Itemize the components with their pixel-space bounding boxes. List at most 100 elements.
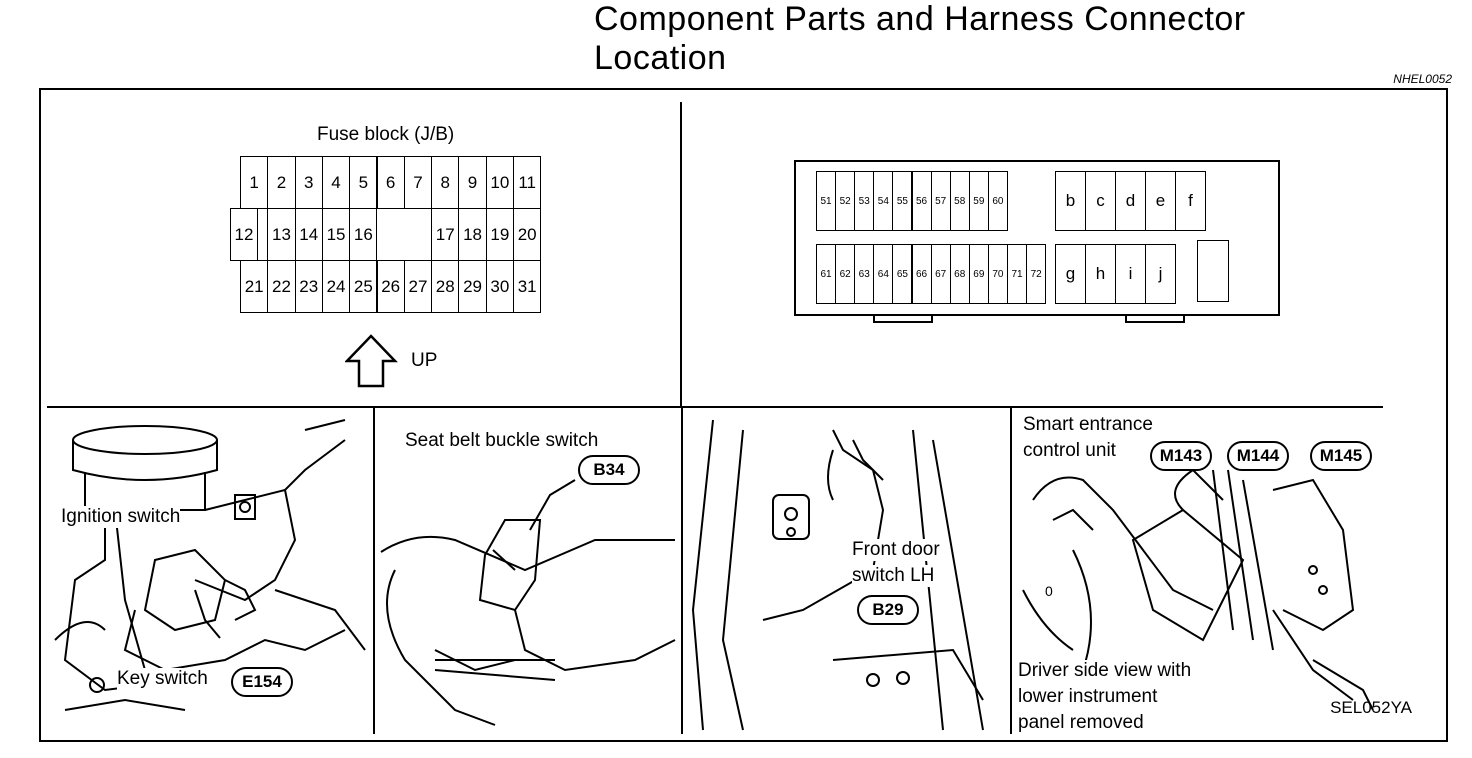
fuse-slot: 9 — [458, 156, 487, 209]
connector-pin: 64 — [873, 244, 894, 304]
seat-belt-label: Seat belt buckle switch — [405, 430, 599, 451]
fuse-slot: 16 — [349, 208, 378, 261]
fuse-slot: 3 — [294, 156, 323, 209]
fuse-slot: 7 — [403, 156, 433, 209]
driver-view-note-line1: Driver side view with — [1018, 660, 1192, 682]
fuse-slot: 15 — [321, 208, 351, 261]
connector-pin: 70 — [987, 244, 1008, 304]
connector-pin-letter: d — [1115, 171, 1146, 231]
fuse-slot: 27 — [403, 260, 433, 313]
fuse-slot: 22 — [267, 260, 296, 313]
seat-belt-buckle-illustration — [380, 479, 676, 726]
door-switch-label-line2: switch LH — [852, 565, 935, 587]
up-arrow-icon — [345, 334, 398, 388]
fuse-slot: 4 — [321, 156, 351, 209]
fuse-slot: 6 — [376, 156, 405, 209]
connector-pin-letter: g — [1055, 244, 1086, 304]
fuse-slot: 29 — [458, 260, 487, 313]
connector-pin-letter: c — [1085, 171, 1116, 231]
connector-pin-letter: j — [1145, 244, 1176, 304]
connector-pin-letter: f — [1175, 171, 1206, 231]
fuse-slot: 31 — [513, 260, 542, 313]
connector-pin: 72 — [1026, 244, 1047, 304]
fuse-slot: 1 — [240, 156, 269, 209]
connector-pin: 54 — [873, 171, 894, 231]
up-label: UP — [411, 350, 438, 371]
fuse-slot: 5 — [349, 156, 378, 209]
connector-badge-m143: M143 — [1150, 441, 1212, 471]
connector-pin: 56 — [911, 171, 932, 231]
fuse-slot: 14 — [294, 208, 323, 261]
fuse-slot: 30 — [485, 260, 514, 313]
fuse-slot: 11 — [513, 156, 542, 209]
divider-bottom-1 — [373, 408, 375, 734]
connector-pin-letter: i — [1115, 244, 1146, 304]
key-switch-label: Key switch — [117, 668, 208, 690]
connector-badge-e154: E154 — [231, 667, 293, 697]
connector-badge-m145: M145 — [1310, 441, 1372, 471]
connector-pin: 51 — [816, 171, 837, 231]
connector-tab-right — [1125, 314, 1185, 323]
connector-pin: 52 — [835, 171, 856, 231]
connector-pin: 71 — [1007, 244, 1028, 304]
divider-bottom-3 — [1010, 408, 1012, 734]
ignition-switch-illustration — [54, 419, 366, 711]
connector-pin-letter: e — [1145, 171, 1176, 231]
connector-pin-letter: b — [1055, 171, 1086, 231]
connector-pin: 59 — [968, 171, 989, 231]
title-line-1: Component Parts and Harness Connector — [594, 0, 1246, 38]
connector-pin: 69 — [968, 244, 989, 304]
connector-blank-slot — [1197, 240, 1229, 302]
fuse-slot: 12 — [230, 208, 258, 261]
fuse-slot: 21 — [240, 260, 269, 313]
fuse-slot: 13 — [267, 208, 296, 261]
divider-horizontal — [47, 406, 1383, 408]
fuse-slot: 2 — [267, 156, 296, 209]
connector-pin: 60 — [987, 171, 1008, 231]
figure-code: SEL052YA — [1330, 698, 1412, 717]
connector-pin: 58 — [949, 171, 970, 231]
door-switch-label-line1: Front door — [852, 539, 940, 561]
connector-pin: 67 — [930, 244, 951, 304]
connector-badge-b34: B34 — [578, 455, 640, 485]
fuse-slot: 18 — [458, 208, 487, 261]
reference-code: NHEL0052 — [1393, 72, 1452, 86]
connector-pin: 57 — [930, 171, 951, 231]
fuse-slot: 26 — [376, 260, 405, 313]
fuse-slot: 17 — [431, 208, 460, 261]
driver-view-note-line2: lower instrument — [1018, 686, 1158, 708]
divider-bottom-2 — [681, 408, 683, 734]
divider-top-vertical — [680, 102, 682, 408]
smart-unit-connector-face — [794, 160, 1280, 316]
connector-pin: 68 — [949, 244, 970, 304]
connector-pin: 62 — [835, 244, 856, 304]
fuse-slot: 23 — [294, 260, 323, 313]
smart-entrance-unit-illustration — [1022, 468, 1374, 711]
fuse-slot: 28 — [431, 260, 460, 313]
connector-pin: 66 — [911, 244, 932, 304]
connector-pin: 65 — [892, 244, 913, 304]
smart-unit-marker: 0 — [1045, 583, 1053, 599]
ignition-switch-label: Ignition switch — [61, 506, 181, 528]
driver-view-note-line3: panel removed — [1018, 712, 1144, 734]
fuse-block-title: Fuse block (J/B) — [317, 124, 455, 145]
fuse-slot: 25 — [349, 260, 378, 313]
title-line-2: Location — [594, 39, 727, 77]
connector-pin-letter: h — [1085, 244, 1116, 304]
connector-pin: 63 — [854, 244, 875, 304]
connector-pin: 61 — [816, 244, 837, 304]
fuse-slot: 19 — [485, 208, 514, 261]
connector-badge-m144: M144 — [1227, 441, 1289, 471]
fuse-slot: 8 — [431, 156, 460, 209]
connector-pin: 53 — [854, 171, 875, 231]
front-door-switch-illustration — [691, 419, 984, 731]
fuse-slot: 24 — [321, 260, 351, 313]
connector-pin: 55 — [892, 171, 913, 231]
fuse-slot: 20 — [513, 208, 542, 261]
connector-badge-b29: B29 — [857, 595, 919, 625]
smart-unit-label-line1: Smart entrance — [1023, 414, 1153, 435]
page-title: Component Parts and Harness Connector Lo… — [594, 0, 1246, 78]
smart-unit-label-line2: control unit — [1023, 440, 1116, 461]
connector-tab-left — [873, 314, 933, 323]
